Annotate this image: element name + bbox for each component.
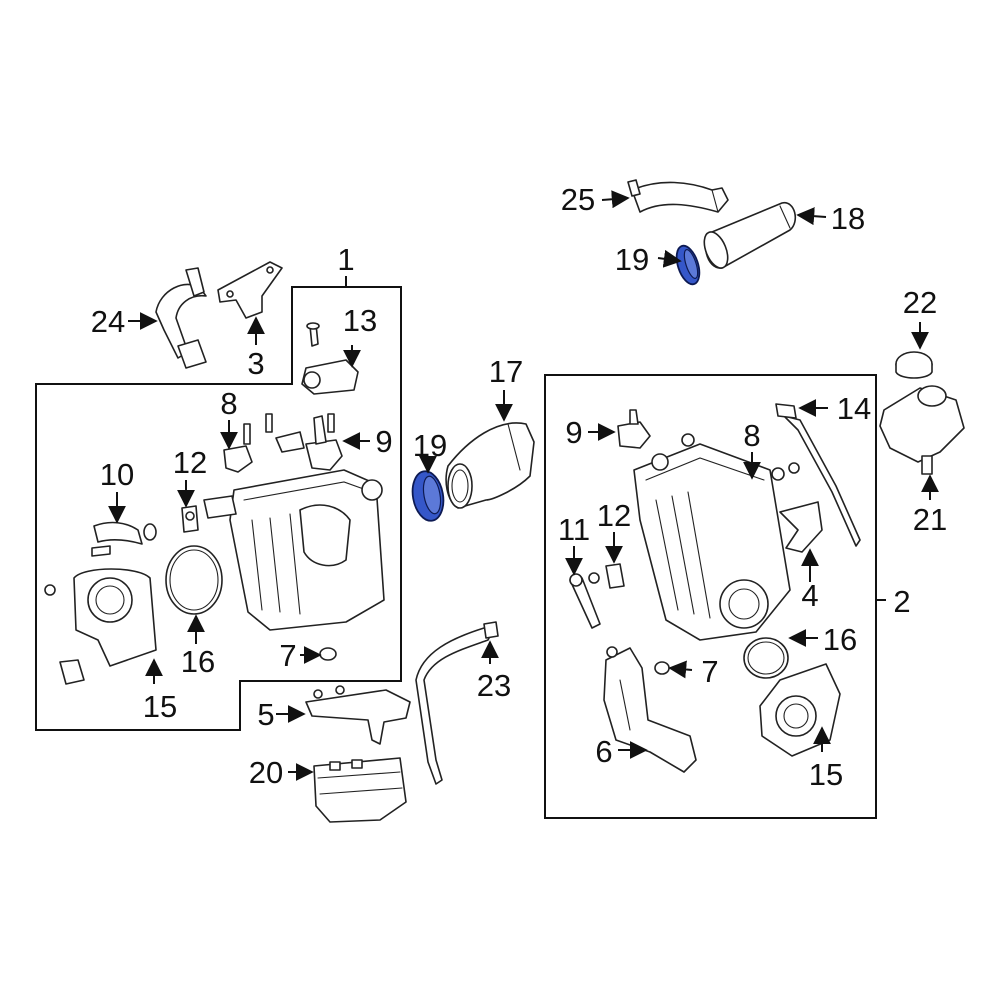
callout-11: 11 — [558, 512, 590, 547]
callout-labels: 1 2 3 4 5 6 7 7 8 8 9 9 10 11 12 12 13 1… — [91, 182, 947, 792]
hose-25 — [627, 179, 729, 213]
leader-lines — [108, 190, 939, 781]
callout-13: 13 — [343, 303, 377, 338]
bracket-5 — [305, 685, 411, 745]
callout-14: 14 — [837, 391, 871, 426]
gasket-16-right — [743, 637, 789, 679]
callout-6: 6 — [595, 734, 612, 769]
callout-16-right: 16 — [823, 622, 857, 657]
bracket-4 — [779, 501, 823, 553]
hose-10 — [91, 521, 157, 557]
callout-20: 20 — [249, 755, 283, 790]
intercooler-right — [633, 433, 791, 641]
gasket-16-left — [165, 545, 223, 615]
callout-12-right: 12 — [597, 498, 631, 533]
callout-10: 10 — [100, 457, 134, 492]
valve-9-left — [275, 415, 343, 471]
callout-4: 4 — [801, 578, 818, 613]
cap-7-left — [319, 647, 337, 661]
throttle-15-left — [44, 568, 157, 685]
callout-3: 3 — [247, 346, 264, 381]
cap-22 — [895, 351, 933, 379]
callout-9-left: 9 — [375, 424, 392, 459]
hose-11 — [569, 572, 601, 629]
callout-18: 18 — [831, 201, 865, 236]
callout-15-left: 15 — [143, 689, 177, 724]
group-box-1 — [35, 286, 402, 731]
callout-19-left: 19 — [413, 428, 447, 463]
callout-17: 17 — [489, 354, 523, 389]
cap-7-right — [654, 661, 670, 675]
callout-25: 25 — [561, 182, 595, 217]
callout-5: 5 — [257, 697, 274, 732]
callout-21: 21 — [913, 502, 947, 537]
callout-7-left: 7 — [279, 638, 296, 673]
callout-12-left: 12 — [173, 445, 207, 480]
pipe-14 — [775, 403, 861, 547]
callout-19-upper: 19 — [615, 242, 649, 277]
seal-12-left — [181, 505, 199, 533]
callout-2: 2 — [893, 584, 910, 619]
elbow-17 — [445, 422, 535, 509]
callout-22: 22 — [903, 285, 937, 320]
callout-8-right: 8 — [743, 418, 760, 453]
callout-7-right: 7 — [701, 654, 718, 689]
fitting-13 — [301, 322, 359, 395]
tube-23 — [415, 621, 499, 785]
hose-24 — [155, 267, 207, 369]
valve-9-right — [617, 409, 651, 449]
callout-1: 1 — [337, 242, 354, 277]
clamp-19-left — [411, 470, 445, 522]
reservoir-20 — [313, 757, 407, 823]
bracket-3 — [217, 261, 283, 319]
seal-12-right — [605, 563, 625, 589]
callout-15-right: 15 — [809, 757, 843, 792]
callout-16-left: 16 — [181, 644, 215, 679]
cover-6 — [603, 646, 697, 773]
callout-9-right: 9 — [565, 415, 582, 450]
tube-18 — [703, 202, 797, 269]
callout-23: 23 — [477, 668, 511, 703]
clamp-19-upper — [675, 244, 701, 286]
sensor-8-left — [223, 413, 335, 473]
intercooler-left — [203, 469, 385, 631]
group-box-2 — [544, 374, 877, 819]
reservoir-21 — [879, 385, 965, 475]
callout-8-left: 8 — [220, 386, 237, 421]
callout-24: 24 — [91, 304, 125, 339]
